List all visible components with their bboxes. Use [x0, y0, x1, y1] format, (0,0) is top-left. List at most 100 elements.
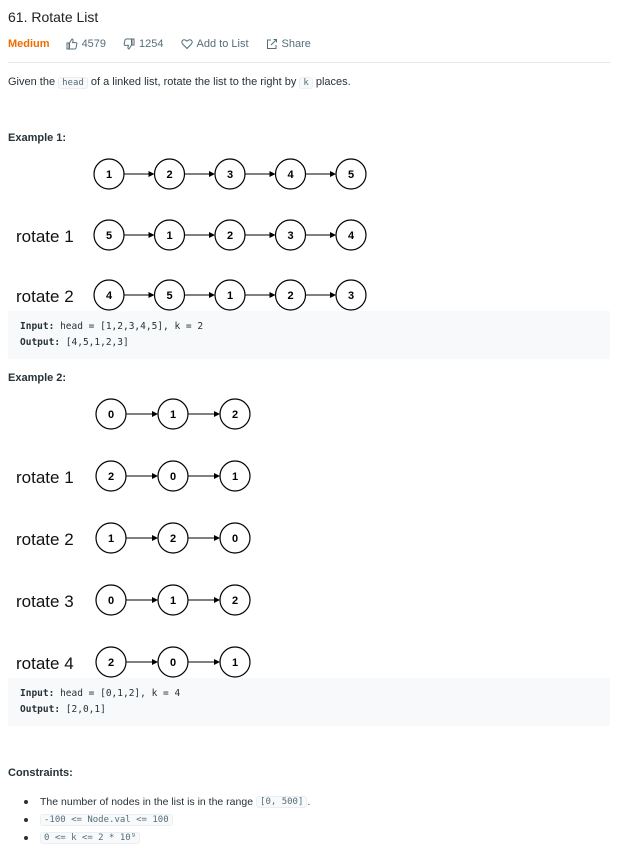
arrow-head [209, 232, 215, 238]
example-2-title: Example 2: [8, 372, 67, 384]
constraint-item: The number of nodes in the list is in th… [22, 793, 310, 811]
difficulty-badge: Medium [8, 38, 50, 50]
code-head: head [58, 77, 88, 89]
node-value: 0 [232, 533, 238, 545]
arrow-head [330, 171, 336, 177]
arrow-head [269, 171, 276, 177]
description-text: of a linked list, rotate the list to the… [87, 76, 300, 88]
list-node [335, 158, 367, 190]
rotate-label: rotate 2 [16, 530, 74, 549]
constraint-item: -100 <= Node.val <= 100 [22, 811, 310, 829]
arrow-head [152, 411, 158, 417]
code-k: k [299, 77, 313, 89]
input-value: head = [0,1,2], k = 4 [60, 688, 181, 699]
description-text: places. [312, 76, 351, 88]
problem-meta-bar: Medium 4579 1254 Add to List Share [8, 36, 328, 52]
output-value: [2,0,1] [65, 704, 106, 715]
rotate-label: rotate 4 [16, 654, 74, 673]
list-node [214, 158, 246, 190]
node-value: 2 [287, 290, 293, 302]
node-value: 1 [166, 230, 172, 242]
node-value: 2 [232, 409, 238, 421]
node-value: 1 [227, 290, 233, 302]
arrow-head [148, 171, 155, 177]
list-node [157, 646, 189, 678]
input-label: Input: [20, 321, 55, 332]
thumbs-up-icon [66, 38, 77, 50]
description-text: Given the [8, 76, 59, 88]
node-value: 1 [108, 533, 114, 545]
arrow-head [214, 597, 220, 603]
example-2-io-block: Input: head = [0,1,2], k = 4 Output: [2,… [8, 678, 610, 726]
arrow-head [209, 292, 215, 298]
list-node [219, 584, 251, 616]
input-label: Input: [20, 688, 55, 699]
like-count: 4579 [81, 38, 107, 50]
node-value: 1 [232, 657, 238, 669]
node-value: 2 [227, 230, 233, 242]
list-node [157, 460, 189, 492]
arrow-head [330, 292, 336, 298]
arrow-head [214, 659, 220, 665]
node-value: 0 [170, 657, 176, 669]
heart-icon [180, 39, 193, 50]
rotate-label: rotate 2 [16, 287, 74, 306]
list-node [274, 279, 307, 311]
dislike-count: 1254 [139, 38, 164, 50]
rotate-label: rotate 1 [16, 227, 74, 246]
share-icon [266, 39, 277, 49]
node-value: 1 [232, 471, 238, 483]
node-value: 0 [108, 409, 114, 421]
add-to-list-button[interactable]: Add to List [180, 38, 249, 50]
share-button[interactable]: Share [266, 38, 311, 50]
list-node [219, 398, 251, 430]
node-value: 5 [106, 230, 112, 242]
list-node [153, 279, 186, 311]
arrow-head [209, 171, 215, 177]
list-node [219, 460, 251, 492]
list-node [95, 522, 127, 554]
constraint-item: 0 <= k <= 2 * 10⁹ [22, 829, 310, 847]
node-value: 4 [348, 230, 355, 242]
arrow-head [330, 232, 336, 238]
list-node [219, 522, 251, 554]
constraint-code: [0, 500] [256, 796, 308, 808]
arrow-head [214, 535, 220, 541]
node-value: 3 [227, 169, 233, 181]
arrow-head [152, 473, 158, 479]
node-value: 4 [106, 290, 113, 302]
like-button[interactable]: 4579 [66, 38, 106, 50]
constraints-title: Constraints: [8, 767, 73, 779]
arrow-head [152, 535, 158, 541]
node-value: 1 [170, 595, 176, 607]
arrow-head [152, 659, 158, 665]
list-node [214, 279, 246, 311]
example-1-io-block: Input: head = [1,2,3,4,5], k = 2 Output:… [8, 311, 610, 359]
arrow-head [152, 597, 158, 603]
constraint-suffix: . [307, 796, 311, 808]
node-value: 5 [166, 290, 172, 302]
output-value: [4,5,1,2,3] [65, 337, 129, 348]
thumbs-down-icon [123, 38, 135, 50]
dislike-button[interactable]: 1254 [123, 38, 164, 50]
list-node [335, 279, 367, 311]
list-node [157, 522, 189, 554]
output-label: Output: [20, 337, 61, 348]
constraint-code: 0 <= k <= 2 * 10⁹ [40, 832, 141, 844]
constraint-text: The number of nodes in the list is in th… [40, 796, 254, 808]
list-node [214, 219, 246, 251]
node-value: 2 [108, 471, 114, 483]
problem-description: Given the head of a linked list, rotate … [8, 76, 351, 89]
arrow-head [214, 473, 220, 479]
constraint-code: -100 <= Node.val <= 100 [40, 814, 173, 826]
node-value: 1 [106, 169, 112, 181]
arrow-head [214, 411, 220, 417]
list-node [153, 158, 186, 190]
list-node [153, 219, 186, 251]
node-value: 3 [348, 290, 354, 302]
arrow-head [269, 232, 276, 238]
node-value: 0 [108, 595, 114, 607]
node-value: 0 [170, 471, 176, 483]
node-value: 2 [108, 657, 114, 669]
